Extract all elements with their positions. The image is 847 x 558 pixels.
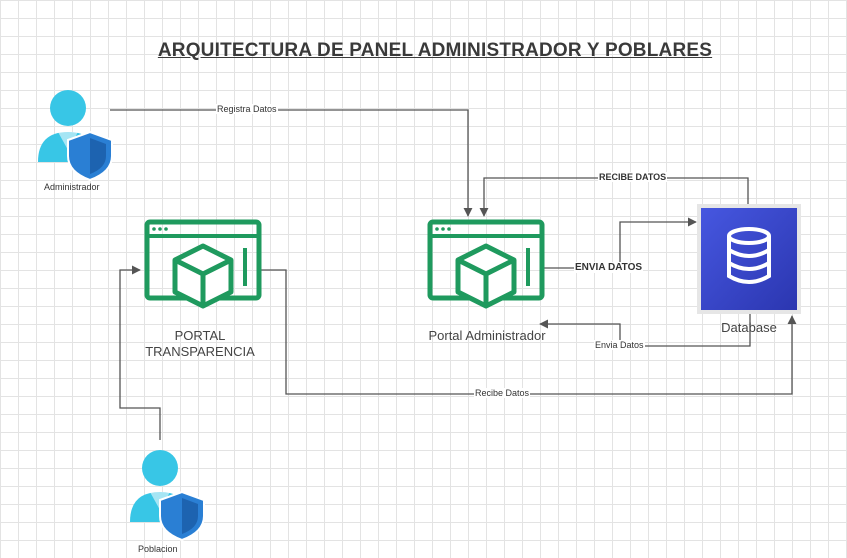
portal-transparencia-browser-cube-icon <box>147 222 259 306</box>
portal-administrador-browser-cube-icon <box>430 222 542 306</box>
edge-label-envia-datos-lower: Envia Datos <box>594 340 645 350</box>
edge-label-envia-datos-upper: ENVIA DATOS <box>574 262 644 273</box>
edge-label-recibe-datos-top: RECIBE DATOS <box>598 172 668 182</box>
database-cylinder-icon <box>697 204 801 314</box>
edge-label-registra-datos: Registra Datos <box>216 104 278 114</box>
poblacion-label: Poblacion <box>138 544 178 554</box>
database-label: Database <box>721 320 777 335</box>
portal-transparencia-label: PORTAL TRANSPARENCIA <box>145 328 255 359</box>
edge-label-recibe-datos-bottom: Recibe Datos <box>474 388 531 398</box>
diagram-title: ARQUITECTURA DE PANEL ADMINISTRADOR Y PO… <box>157 40 713 61</box>
portal-administrador-label: Portal Administrador <box>428 328 546 343</box>
administrador-user-shield-icon <box>37 89 113 181</box>
poblacion-user-shield-icon <box>129 449 205 541</box>
administrador-label: Administrador <box>44 182 100 192</box>
